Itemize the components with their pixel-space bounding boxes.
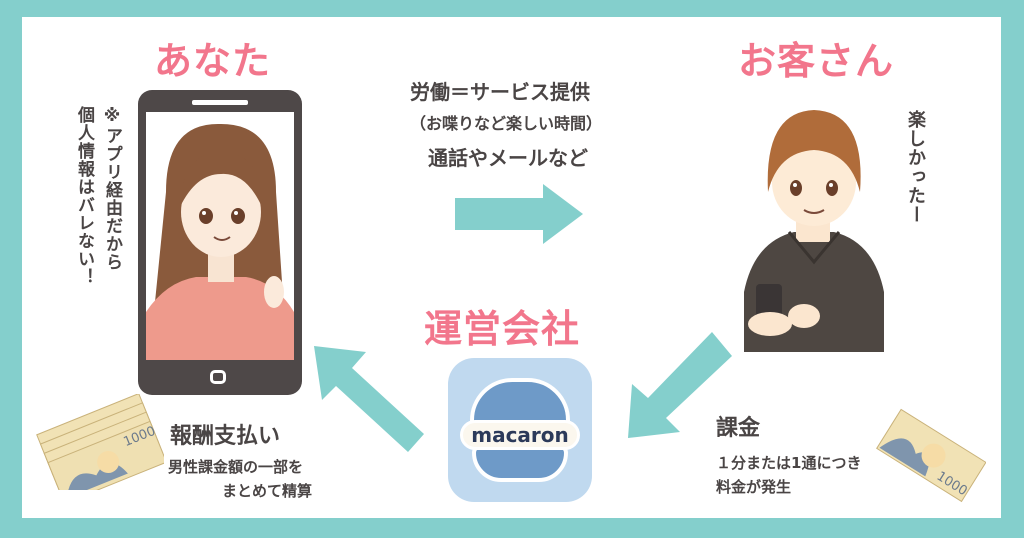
- service-line1: 労働＝サービス提供: [410, 80, 590, 104]
- arrow-down-left-icon: [624, 332, 734, 438]
- service-line2: （お喋りなど楽しい時間）: [410, 114, 603, 133]
- phone-home-button: [210, 370, 226, 384]
- macaron-logo-text: macaron: [460, 420, 580, 450]
- operator-title: 運営会社: [424, 307, 581, 351]
- man-illustration: [734, 92, 894, 352]
- arrow-right-icon: [455, 184, 585, 244]
- reward-title: 報酬支払い: [170, 424, 281, 449]
- customer-speech: 楽しかったー: [905, 110, 926, 224]
- customer-title: お客さん: [738, 39, 895, 83]
- reward-line1: 男性課金額の一部を: [168, 458, 304, 476]
- phone-illustration: [138, 90, 302, 395]
- yen-bills-stack-icon: 1000: [34, 394, 164, 490]
- charge-line1: １分または1通につき: [716, 454, 862, 472]
- phone-speaker: [192, 100, 248, 105]
- charge-line2: 料金が発生: [716, 478, 792, 496]
- woman-illustration: [146, 112, 294, 360]
- privacy-note-line2: 個人情報はバレない！: [74, 106, 94, 286]
- yen-bill-icon: 1000: [876, 402, 986, 506]
- service-line3: 通話やメールなど: [428, 146, 588, 170]
- reward-line2: まとめて精算: [222, 482, 313, 500]
- privacy-note-line1: ※アプリ経由だから: [102, 106, 122, 271]
- macaron-app-logo: macaron: [448, 358, 592, 502]
- charge-title: 課金: [716, 416, 761, 441]
- arrow-up-left-icon: [314, 346, 424, 452]
- you-title: あなた: [154, 39, 272, 83]
